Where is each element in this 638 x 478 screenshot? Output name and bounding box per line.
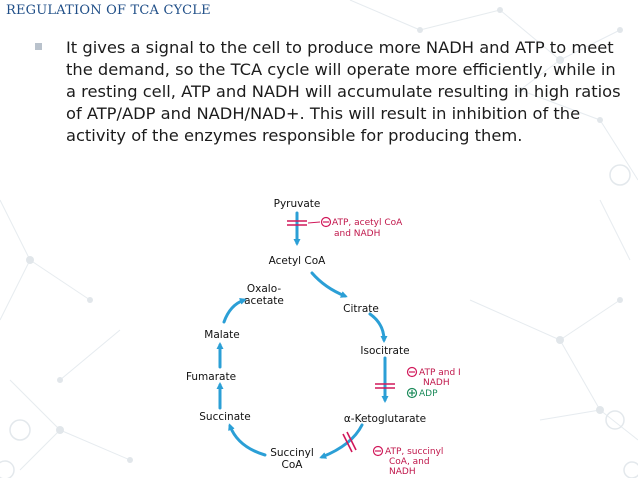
regulator-idh-line2: NADH: [423, 378, 450, 388]
arrow-acetylcoa-to-citrate: [310, 271, 348, 298]
node-succinate: Succinate: [199, 411, 250, 423]
node-citrate: Citrate: [343, 303, 379, 315]
arrow-succinylcoa-to-succinate: [228, 423, 267, 457]
inhibit-bar-kgdh-2: [346, 431, 357, 451]
arrow-malate-to-oxaloacetate: [222, 298, 247, 324]
regulator-kgdh-line3: NADH: [389, 467, 416, 477]
regulator-pdh-line1: ATP, acetyl CoA: [332, 218, 403, 228]
arrow-citrate-to-isocitrate: [368, 312, 388, 343]
bullet-marker: [35, 43, 42, 50]
minus-icon-idh: [406, 366, 418, 378]
regulator-idh-line1: ATP and I: [419, 368, 461, 378]
arrow-ketoglutarate-to-succinylcoa: [319, 423, 364, 459]
regulator-kgdh-line1: ATP, succinyl: [385, 447, 443, 457]
node-succinyl-coa-line2: CoA: [282, 459, 304, 471]
regulator-kgdh-line2: CoA, and: [389, 457, 430, 467]
bullet-paragraph: It gives a signal to the cell to produce…: [66, 38, 621, 145]
node-ketoglutarate: α-Ketoglutarate: [344, 413, 426, 425]
node-succinyl-coa-line1: Succinyl: [270, 447, 314, 459]
minus-icon-pdh: [320, 216, 332, 228]
node-isocitrate: Isocitrate: [360, 345, 409, 357]
node-oxaloacetate-line2: acetate: [244, 295, 284, 307]
regulator-idh-activator: ADP: [419, 389, 438, 399]
minus-icon-kgdh: [372, 445, 384, 457]
node-oxaloacetate-line1: Oxalo-: [247, 283, 281, 295]
plus-icon-idh: [406, 387, 418, 399]
node-malate: Malate: [204, 329, 239, 341]
regulator-pointer-pdh: [307, 221, 321, 224]
slide-title: REGULATION OF TCA CYCLE: [6, 3, 211, 18]
node-pyruvate: Pyruvate: [274, 198, 321, 210]
inhibit-bar-kgdh: [342, 433, 353, 453]
node-fumarate: Fumarate: [186, 371, 236, 383]
node-acetyl-coa: Acetyl CoA: [269, 255, 327, 267]
regulator-pdh-line2: and NADH: [334, 229, 380, 239]
